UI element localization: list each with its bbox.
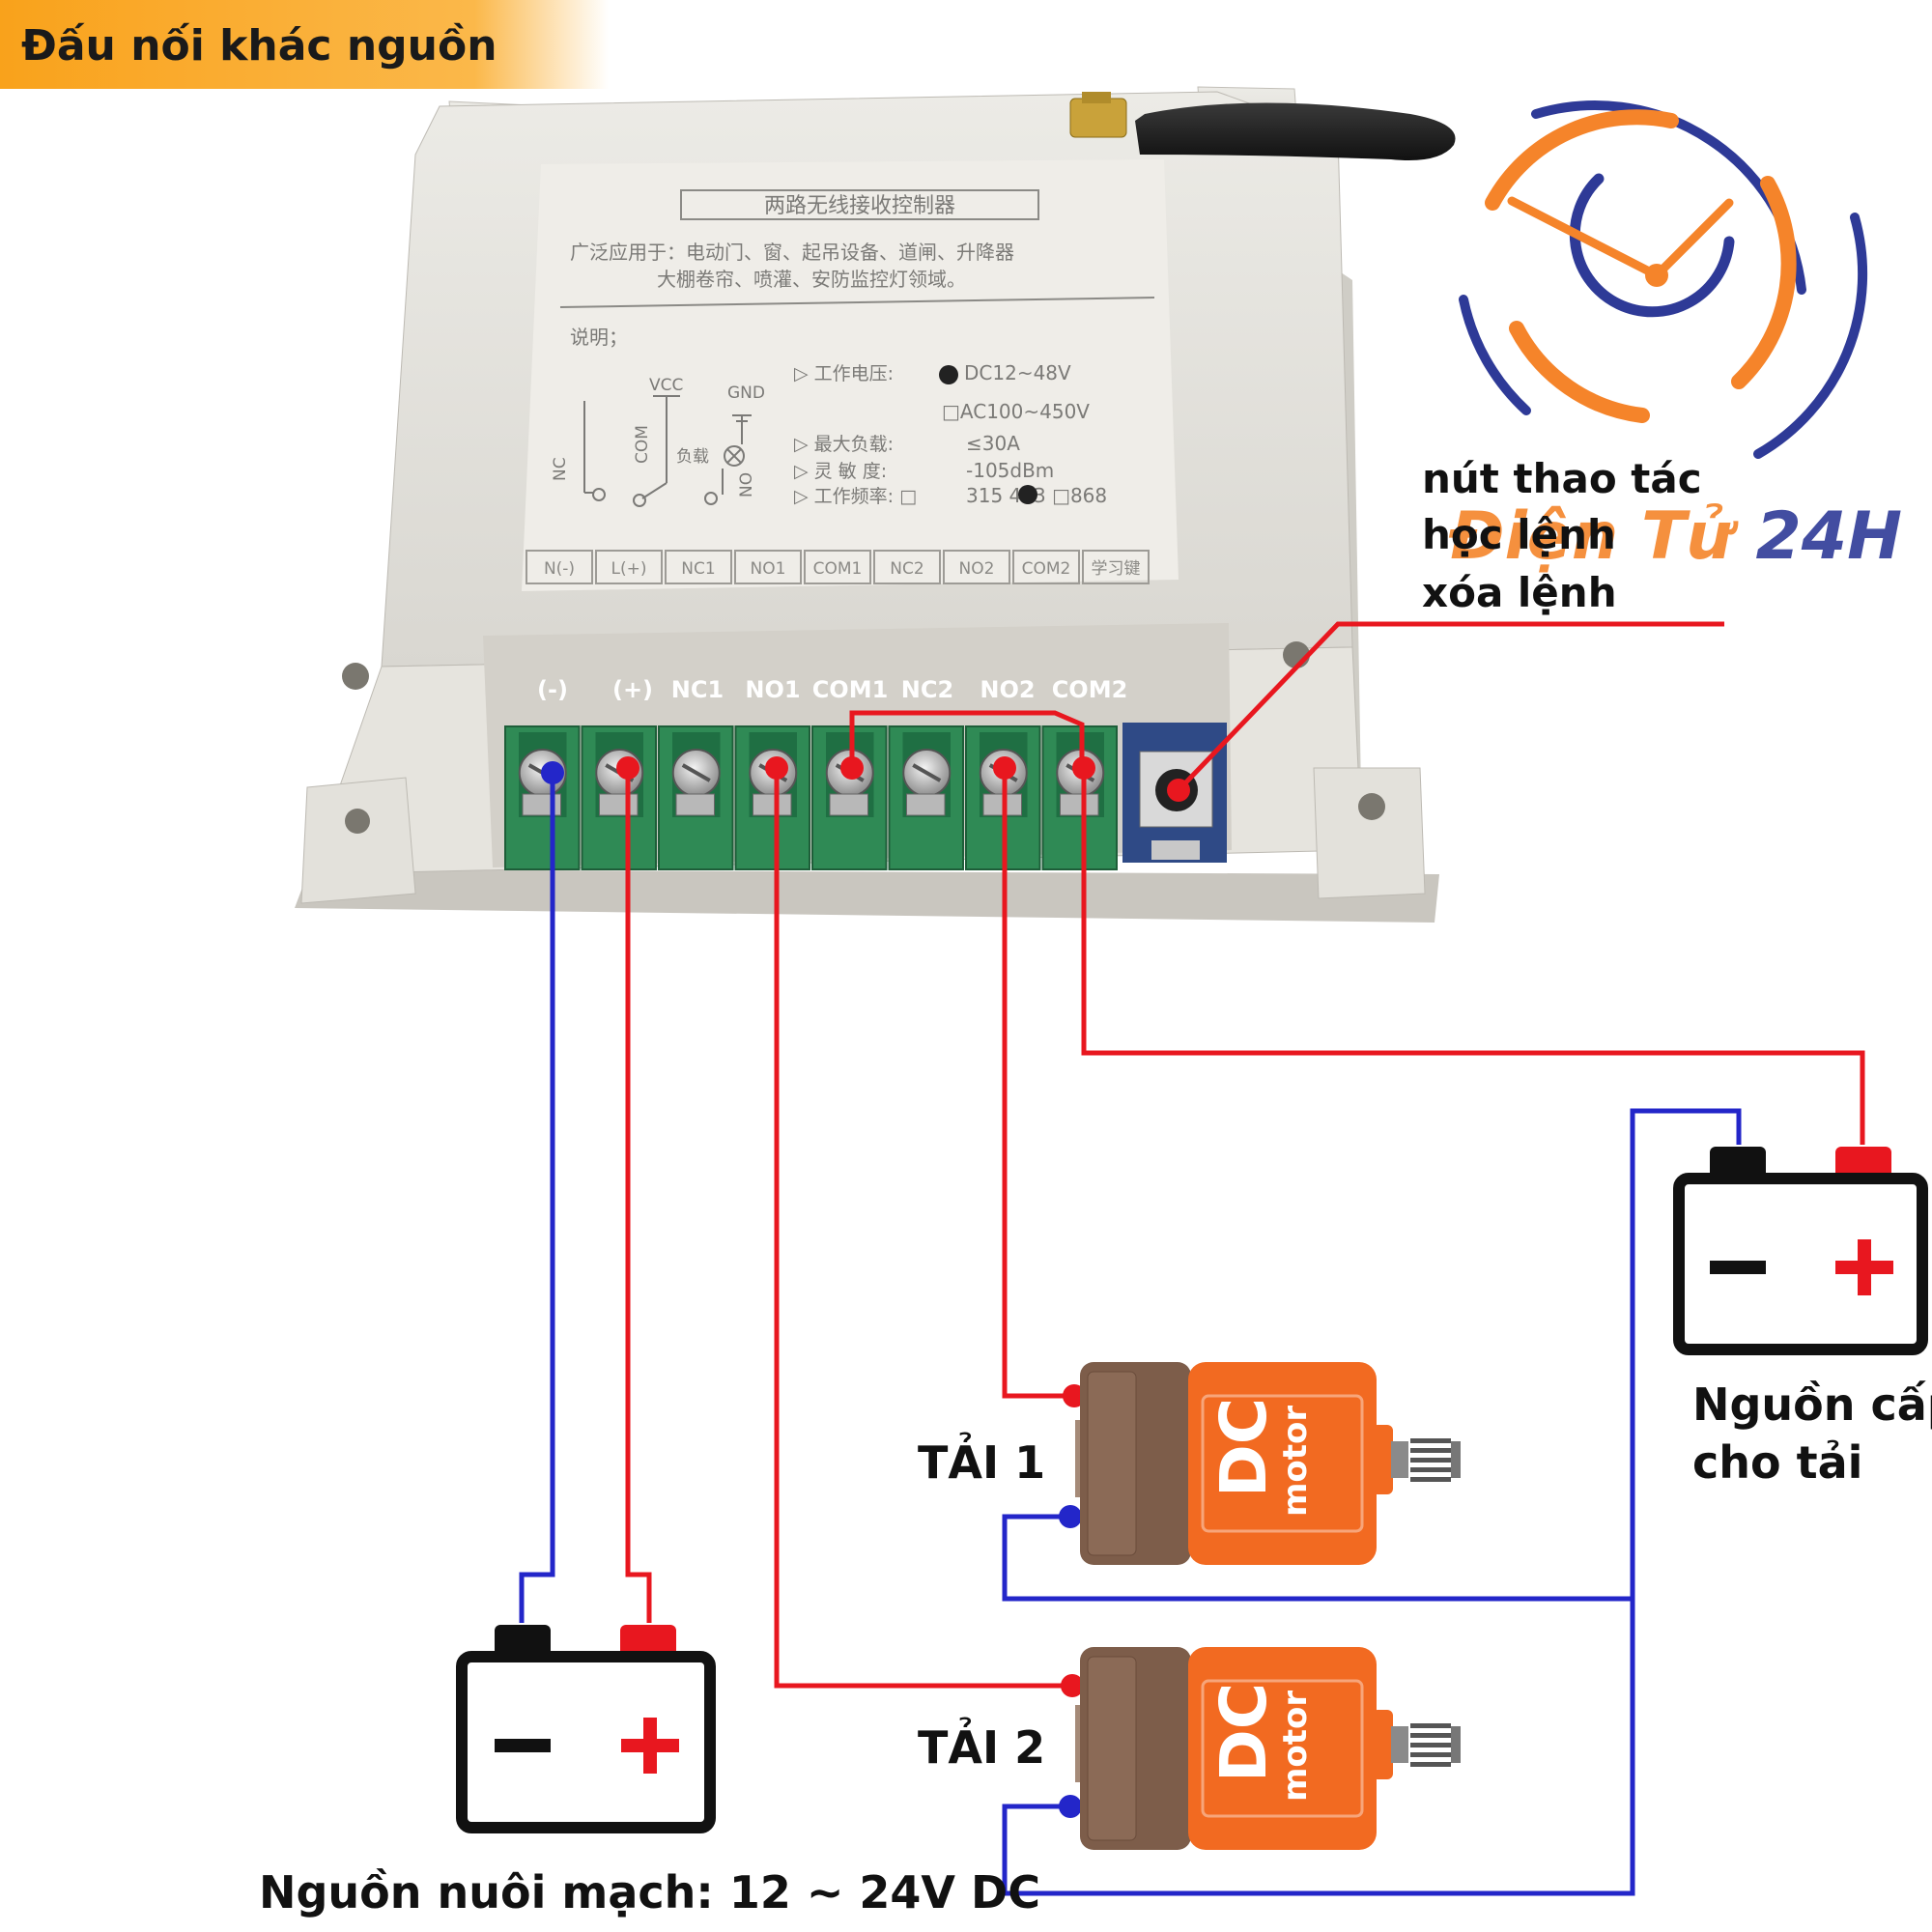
motor-dc-label: DC <box>1207 1398 1281 1497</box>
svg-text:两路无线接收控制器: 两路无线接收控制器 <box>764 194 955 218</box>
learn-button-annotation: nút thao tác học lệnh xóa lệnh <box>1422 455 1702 616</box>
minus-sign <box>1710 1261 1766 1274</box>
battery-load-supply <box>1673 1147 1928 1355</box>
relay-symbol <box>583 395 752 507</box>
strip-label: NC1 <box>681 559 715 579</box>
strip-cell: L(+) <box>595 550 663 584</box>
page-title: Đấu nối khác nguồn <box>21 21 497 71</box>
strip-cell: 学习键 <box>1082 550 1150 584</box>
antenna <box>1069 92 1456 160</box>
strip-cell: NC2 <box>873 550 941 584</box>
screw-terminal[interactable] <box>581 725 657 870</box>
terminal-label: NC1 <box>671 676 724 703</box>
wire-com2-load-supply <box>1081 768 1865 1145</box>
strip-label: NC2 <box>890 559 923 579</box>
wire-endpoints <box>541 756 1190 1818</box>
strip-label: COM2 <box>1022 559 1071 579</box>
strip-cell: COM1 <box>804 550 871 584</box>
strip-label: NO1 <box>751 559 786 579</box>
svg-text:▷ 工作频率: □: ▷ 工作频率: □ <box>794 486 917 507</box>
svg-text:nút thao tác: nút thao tác <box>1422 455 1702 502</box>
motor-word-label: motor <box>1276 1690 1315 1802</box>
svg-text:□AC100~450V: □AC100~450V <box>942 400 1090 423</box>
wire-load1-negative <box>1002 1514 1633 1602</box>
annotation-pointer <box>1177 621 1724 792</box>
terminal-label: NC2 <box>901 676 953 703</box>
terminal-labels: (-) (+) NC1 NO1 COM1 NC2 NO2 COM2 <box>537 676 1127 703</box>
svg-text:说明；: 说明； <box>570 326 628 349</box>
svg-text:NO: NO <box>737 472 756 497</box>
brand-logo: Điện Tử 24H <box>1448 100 1902 575</box>
frequency-selected-dot <box>1018 485 1037 504</box>
terminal-label: NO2 <box>980 676 1035 703</box>
strip-label: 学习键 <box>1092 559 1141 579</box>
svg-text:广泛应用于：电动门、窗、起吊设备、道闸、升降器: 广泛应用于：电动门、窗、起吊设备、道闸、升降器 <box>570 241 1014 264</box>
svg-text:COM: COM <box>633 425 652 464</box>
terminal-label: COM2 <box>1052 676 1128 703</box>
svg-text:GND: GND <box>727 384 765 403</box>
load-2-label: TẢI 2 <box>918 1717 1045 1774</box>
screw-terminal[interactable] <box>734 725 810 870</box>
svg-text:大棚卷帘、喷灌、安防监控灯领域。: 大棚卷帘、喷灌、安防监控灯领域。 <box>657 268 966 291</box>
terminal-label: (+) <box>612 676 653 703</box>
svg-text:▷ 工作电压:: ▷ 工作电压: <box>794 363 894 384</box>
wire-positive-supply <box>625 768 652 1623</box>
svg-text:học lệnh: học lệnh <box>1422 511 1616 558</box>
printed-terminal-strip: N(-) L(+) NC1 NO1 COM1 NC2 NO2 COM2 学习键 <box>526 550 1150 584</box>
load-supply-label-line1: Nguồn cấp <box>1692 1378 1932 1431</box>
wires <box>519 621 1865 1896</box>
wire-load-supply-negative <box>1002 1108 1742 1896</box>
strip-cell: NO1 <box>734 550 802 584</box>
strip-label: N(-) <box>544 559 575 579</box>
load-1-label: TẢI 1 <box>918 1432 1045 1489</box>
terminal-label: NO1 <box>745 676 800 703</box>
svg-text:负载: 负载 <box>676 447 709 467</box>
brand-name: Điện Tử 24H <box>1448 498 1902 575</box>
battery-main-supply <box>456 1625 716 1833</box>
strip-label: NO2 <box>959 559 995 579</box>
wire-no1-load2 <box>774 768 1072 1689</box>
wire-no2-load1 <box>1002 768 1074 1399</box>
strip-cell: NC1 <box>665 550 732 584</box>
screw-terminal[interactable] <box>811 725 888 870</box>
voltage-selected-dot <box>939 365 958 384</box>
wire-negative-supply <box>519 773 555 1623</box>
terminal-label: COM1 <box>812 676 889 703</box>
load-supply-label-line2: cho tải <box>1692 1436 1862 1489</box>
svg-text:▷ 最大负载:: ▷ 最大负载: <box>794 434 894 455</box>
terminal-block <box>504 725 1118 870</box>
strip-cell: N(-) <box>526 550 593 584</box>
main-supply-label: Nguồn nuôi mạch: 12 ~ 24V DC <box>259 1866 1040 1918</box>
svg-text:VCC: VCC <box>649 376 683 395</box>
strip-cell: COM2 <box>1012 550 1080 584</box>
svg-text:NC: NC <box>551 457 570 481</box>
minus-sign <box>495 1739 551 1752</box>
svg-text:▷ 灵 敏 度:: ▷ 灵 敏 度: <box>794 461 887 482</box>
screw-terminal[interactable] <box>888 725 964 870</box>
screw-terminal[interactable] <box>658 725 734 870</box>
spec-label: 两路无线接收控制器 广泛应用于：电动门、窗、起吊设备、道闸、升降器 大棚卷帘、喷… <box>522 159 1179 591</box>
svg-text:-105dBm: -105dBm <box>966 459 1054 482</box>
strip-label: COM1 <box>813 559 863 579</box>
header-banner: Đấu nối khác nguồn <box>0 0 609 89</box>
terminal-label: (-) <box>537 676 568 703</box>
strip-cell: NO2 <box>943 550 1010 584</box>
svg-text:DC12~48V: DC12~48V <box>964 361 1071 384</box>
svg-text:xóa lệnh: xóa lệnh <box>1422 569 1617 616</box>
motor-dc-label: DC <box>1207 1683 1281 1782</box>
motor-word-label: motor <box>1276 1406 1315 1517</box>
svg-text:≤30A: ≤30A <box>966 432 1020 455</box>
strip-label: L(+) <box>611 559 647 579</box>
wire-com1-com2-jumper <box>849 710 1085 768</box>
screw-terminal[interactable] <box>504 725 581 870</box>
